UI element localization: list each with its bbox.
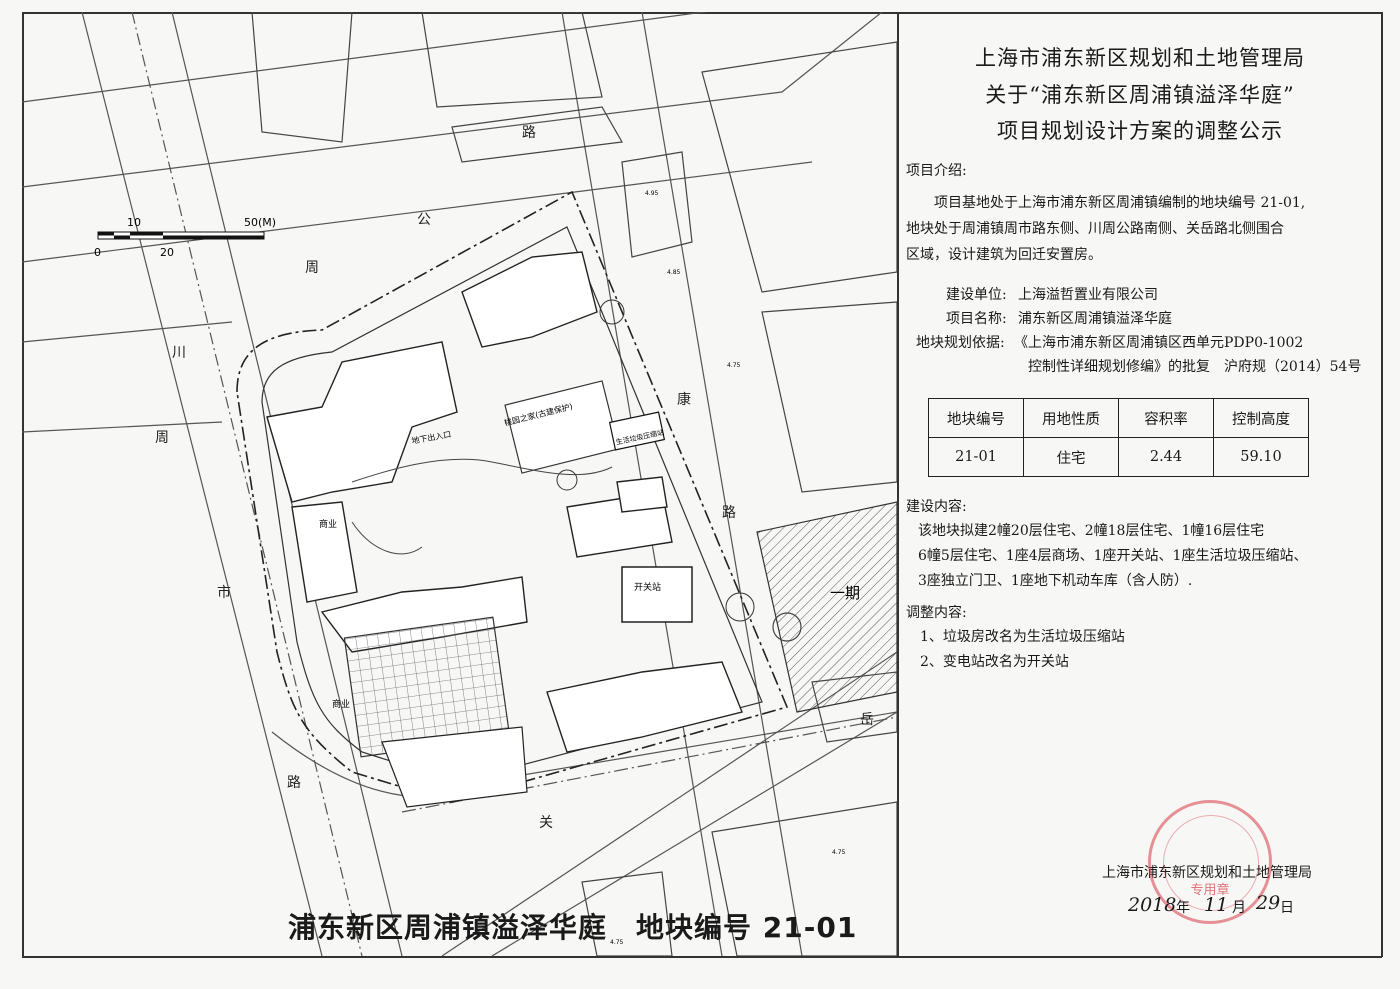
project-label: 项目名称: (946, 311, 1007, 327)
frame-left (22, 12, 24, 957)
basis-label: 地块规划依据: (916, 335, 1005, 351)
intro-line-2: 地块处于周浦镇周市路东侧、川周公路南侧、关岳路北侧围合 (906, 221, 1284, 237)
seal-text: 专用章 (1190, 883, 1230, 898)
table-cell: 住宅 (1023, 437, 1119, 477)
content-line-3: 3座独立门卫、1座地下机动车库（含人防）. (918, 573, 1193, 589)
project-value: 浦东新区周浦镇溢泽华庭 (1018, 311, 1172, 327)
plot-parameters-table: 地块编号 用地性质 容积率 控制高度 21-01 住宅 2.44 59.10 (928, 398, 1309, 477)
map-label: 商业 (319, 518, 337, 530)
adjust-line-2: 2、变电站改名为开关站 (920, 654, 1069, 670)
content-line-1: 该地块拟建2幢20层住宅、2幢18层住宅、1幢16层住宅 (918, 523, 1265, 539)
basis-line-2: 控制性详细规划修编》的批复 沪府规（2014）54号 (1028, 359, 1362, 375)
map-label: 关 (539, 815, 553, 831)
notice-title-line-2: 关于“浦东新区周浦镇溢泽华庭” (985, 83, 1295, 107)
site-buildings (266, 251, 743, 753)
basis-line-1: 《上海市浦东新区周浦镇区西单元PDP0-1002 (1014, 335, 1304, 351)
table-header-row: 地块编号 用地性质 容积率 控制高度 (928, 398, 1309, 438)
table-cell: 21-01 (928, 437, 1024, 477)
map-label: 4.75 (727, 362, 741, 369)
map-label: 0 (94, 246, 101, 259)
intro-line-1: 项目基地处于上海市浦东新区周浦镇编制的地块编号 21-01, (934, 195, 1306, 211)
site-plan: 一期 桃园之家(古建保护) 开关站 生活垃圾压缩站 商业 商业 (22, 12, 897, 956)
map-label: 路 (722, 505, 736, 521)
developer-label: 建设单位: (946, 287, 1007, 303)
table-header-cell: 用地性质 (1023, 398, 1119, 438)
date-month: 11 (1204, 894, 1229, 916)
date-month-unit: 月 (1232, 900, 1246, 916)
table-row: 21-01 住宅 2.44 59.10 (928, 437, 1309, 477)
map-label: 4.75 (832, 849, 846, 856)
panel-divider (897, 12, 899, 957)
notice-panel: 上海市浦东新区规划和土地管理局 关于“浦东新区周浦镇溢泽华庭” 项目规划设计方案… (898, 12, 1382, 957)
road-network (22, 12, 897, 956)
phase-one-area (756, 501, 897, 713)
date-year-unit: 年 (1176, 900, 1190, 916)
date-day-unit: 日 (1280, 900, 1294, 916)
map-label: 市 (217, 584, 231, 601)
map-label: 岳 (860, 712, 874, 728)
intro-heading: 项目介绍: (906, 163, 967, 179)
map-label: 周 (155, 430, 169, 446)
adjust-heading: 调整内容: (906, 605, 967, 621)
site-boundary (236, 190, 789, 803)
frame-right (1381, 12, 1383, 957)
phase-one-label: 一期 (830, 584, 860, 602)
developer-value: 上海溢哲置业有限公司 (1018, 287, 1158, 303)
date-day: 29 (1256, 892, 1281, 914)
table-header-cell: 容积率 (1118, 398, 1214, 438)
frame-bottom (22, 956, 1382, 958)
map-label: 康 (677, 391, 691, 408)
map-label: 周 (305, 260, 319, 276)
table-header-cell: 地块编号 (928, 398, 1024, 438)
map-label: 川 (172, 345, 186, 361)
map-label: 公 (417, 212, 431, 228)
adjust-line-1: 1、垃圾房改名为生活垃圾压缩站 (920, 629, 1125, 645)
map-label: 4.85 (667, 269, 681, 276)
map-label: 商业 (332, 698, 350, 710)
map-label: 路 (522, 125, 536, 141)
table-cell: 2.44 (1118, 437, 1214, 477)
plan-title: 浦东新区周浦镇溢泽华庭 地块编号 21-01 (288, 911, 858, 944)
scale-bar: 10 50(M) 0 20 (94, 216, 276, 259)
official-seal: 专用章 (1148, 800, 1272, 924)
switch-station-label: 开关站 (634, 581, 661, 593)
map-label: 4.95 (645, 190, 659, 197)
map-label: 20 (160, 246, 174, 259)
map-label: 地下出入口 (411, 429, 452, 446)
notice-title-line-3: 项目规划设计方案的调整公示 (997, 119, 1283, 143)
date-year: 2018 (1128, 894, 1177, 916)
map-label: 50(M) (244, 216, 276, 229)
map-label: 路 (287, 775, 301, 791)
seal-inner-ring (1163, 815, 1259, 911)
notice-title-line-1: 上海市浦东新区规划和土地管理局 (975, 46, 1305, 70)
table-header-cell: 控制高度 (1213, 398, 1309, 438)
intro-line-3: 区域，设计建筑为回迁安置房。 (906, 247, 1102, 263)
content-heading: 建设内容: (906, 499, 967, 515)
map-label: 4.75 (610, 939, 624, 946)
table-cell: 59.10 (1213, 437, 1309, 477)
content-line-2: 6幢5层住宅、1座4层商场、1座开关站、1座生活垃圾压缩站、 (918, 548, 1308, 564)
map-label: 10 (127, 216, 141, 229)
